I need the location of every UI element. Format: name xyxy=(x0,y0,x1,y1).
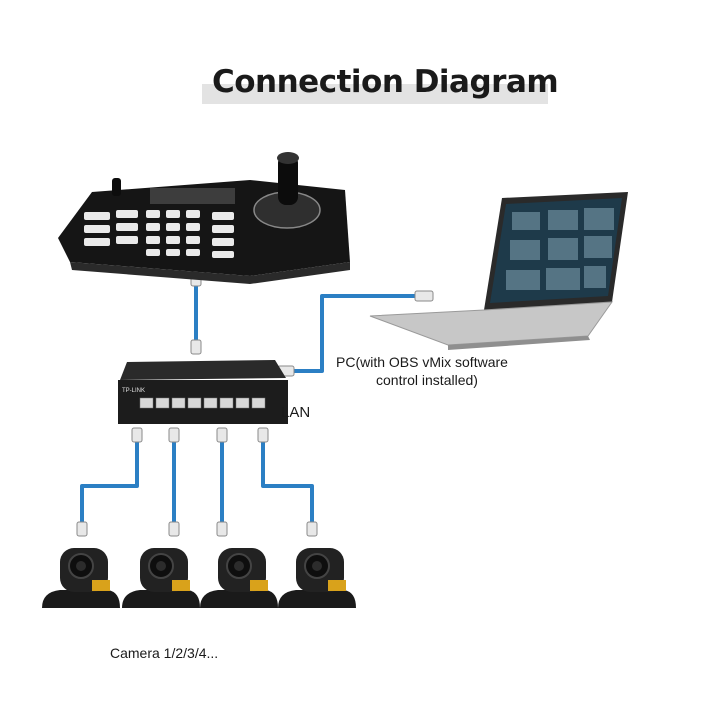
ptz-keyboard-controller xyxy=(58,152,350,284)
cable-switch-pc xyxy=(290,294,420,373)
ptz-camera-1 xyxy=(42,548,120,608)
plug-camera-2 xyxy=(168,521,180,537)
cable-camera-1 xyxy=(80,440,139,530)
plug-switch-4 xyxy=(257,427,269,443)
plug-switch-1 xyxy=(131,427,143,443)
plug-camera-4 xyxy=(306,521,318,537)
ptz-camera-2 xyxy=(122,548,200,608)
ptz-camera-4 xyxy=(278,548,356,608)
pc-label-line-2: control installed) xyxy=(376,372,478,388)
pc-label-line-1: PC(with OBS vMix software xyxy=(336,354,508,370)
plug-camera-1 xyxy=(76,521,88,537)
plug-camera-3 xyxy=(216,521,228,537)
network-switch: TP-LINK xyxy=(118,360,288,424)
laptop-pc xyxy=(369,192,628,350)
cable-camera-4 xyxy=(261,440,314,530)
joystick-handle xyxy=(278,155,298,205)
camera-label: Camera 1/2/3/4... xyxy=(110,645,219,661)
ptz-camera-3 xyxy=(200,548,278,608)
plug-switch-3 xyxy=(216,427,228,443)
zoom-knob xyxy=(112,178,121,196)
title-highlight-bar xyxy=(202,84,548,104)
lan-label: LAN xyxy=(281,404,311,421)
cables xyxy=(80,284,420,530)
controller-screen xyxy=(150,188,235,204)
plug-switch-2 xyxy=(168,427,180,443)
plug-switch-top xyxy=(190,339,202,355)
plug-pc xyxy=(414,290,434,302)
switch-brand-label: TP-LINK xyxy=(122,388,145,394)
diagram-title: Connection Diagram xyxy=(212,64,559,100)
